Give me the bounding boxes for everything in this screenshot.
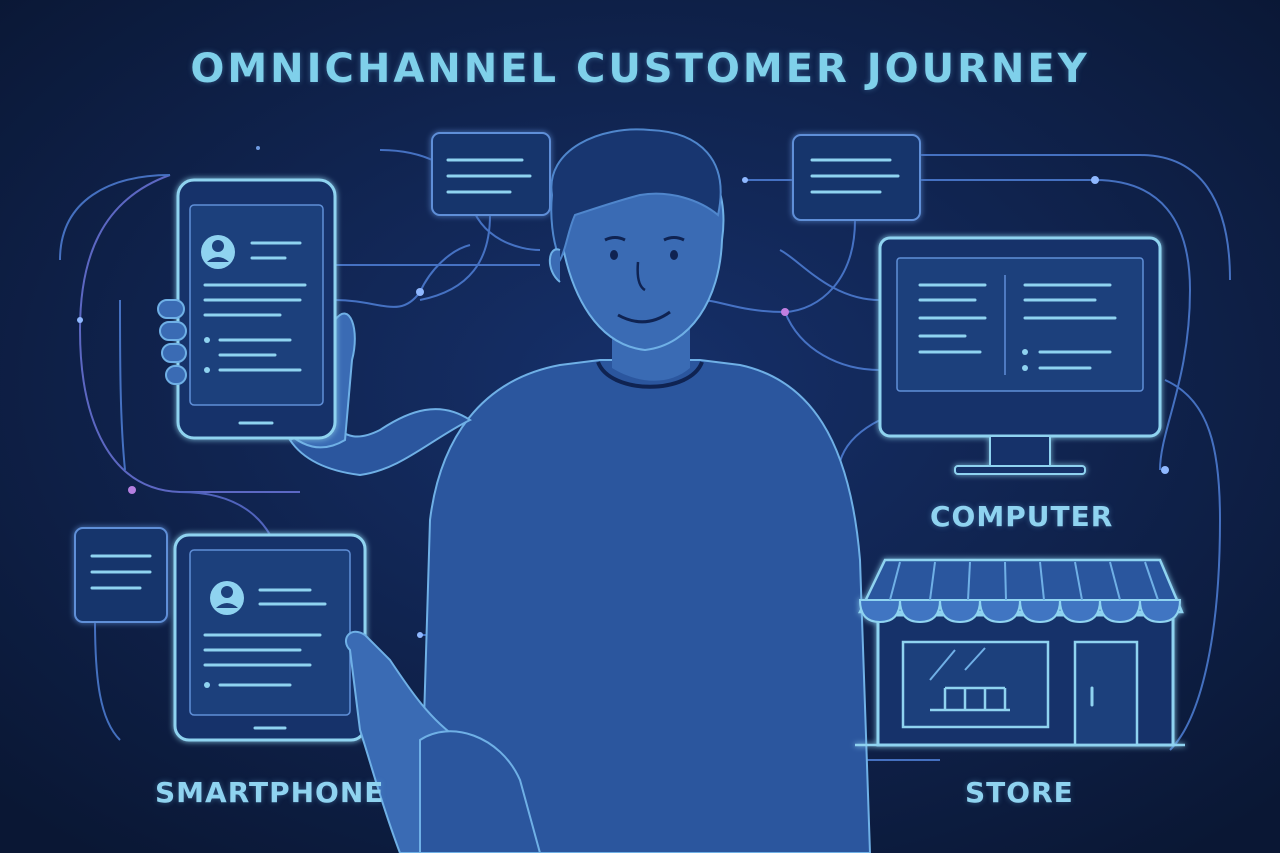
store-building [855,558,1185,747]
computer-monitor [878,236,1162,475]
diagram-title: OMNICHANNEL CUSTOMER JOURNEY [190,46,1090,92]
store-label: STORE [965,776,1074,809]
message-card-top-center [431,132,551,216]
fingers-top [157,299,187,385]
message-card-left [74,527,168,623]
smartphone-top [176,178,337,440]
hand-bottom [345,630,542,853]
computer-label: COMPUTER [930,500,1114,533]
customer-figure [418,128,872,853]
tablet-bottom [173,533,367,742]
smartphone-label: SMARTPHONE [155,776,385,809]
message-card-top-right [792,134,921,221]
